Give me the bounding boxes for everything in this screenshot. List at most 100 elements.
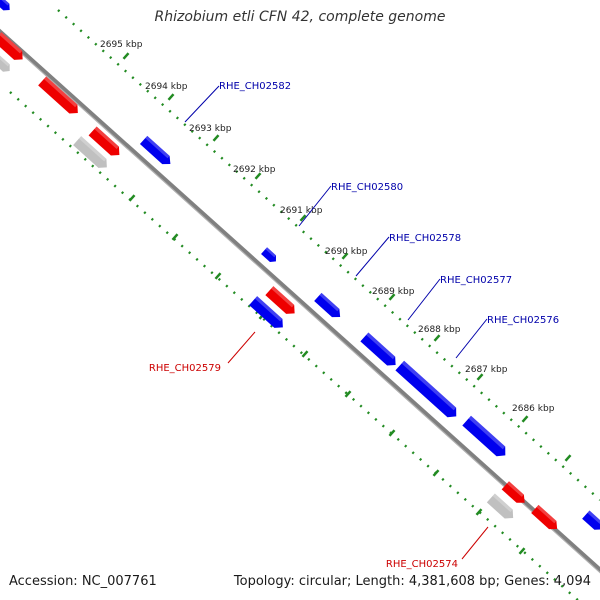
gene-label-leader bbox=[455, 318, 488, 359]
forward-gene-body bbox=[314, 292, 341, 318]
forward-gene-highlight bbox=[587, 510, 600, 524]
genome-summary: Topology: circular; Length: 4,381,608 bp… bbox=[233, 574, 591, 589]
major-tick bbox=[254, 172, 262, 180]
reverse-gene-highlight bbox=[94, 126, 119, 150]
forward-gene bbox=[139, 135, 171, 165]
reverse-gene bbox=[501, 481, 525, 503]
backbone-line bbox=[0, 28, 600, 573]
major-tick bbox=[518, 547, 526, 555]
major-tick bbox=[214, 272, 222, 280]
other-gene-highlight bbox=[78, 136, 107, 162]
forward-gene-body bbox=[249, 296, 283, 328]
reverse-gene-highlight bbox=[506, 481, 524, 497]
other-gene bbox=[486, 493, 514, 519]
forward-gene-highlight bbox=[319, 292, 340, 312]
gene-features bbox=[0, 0, 600, 530]
scale-label: 2691 kbp bbox=[280, 206, 323, 216]
major-tick bbox=[171, 233, 179, 241]
other-gene bbox=[73, 136, 107, 168]
major-tick bbox=[388, 429, 396, 437]
reverse-gene-highlight bbox=[0, 32, 23, 54]
forward-gene-highlight bbox=[366, 332, 396, 360]
reverse-gene-body bbox=[501, 481, 525, 503]
forward-gene-body bbox=[0, 0, 10, 11]
reverse-gene-body bbox=[0, 32, 23, 60]
tick-marks bbox=[9, 9, 600, 600]
reverse-gene-body bbox=[38, 76, 78, 114]
forward-gene-body bbox=[360, 332, 396, 366]
gene-label-leader bbox=[227, 331, 256, 364]
genome-backbone bbox=[0, 28, 600, 574]
forward-gene-body bbox=[261, 247, 276, 263]
reverse-gene bbox=[38, 76, 78, 114]
forward-gene-body bbox=[462, 415, 506, 457]
forward-gene-body bbox=[582, 510, 600, 530]
major-tick bbox=[301, 350, 309, 358]
other-gene-body bbox=[0, 55, 10, 72]
major-tick bbox=[167, 93, 175, 101]
forward-gene-highlight bbox=[145, 135, 170, 159]
major-tick bbox=[433, 334, 441, 342]
scale-label: 2695 kbp bbox=[100, 40, 143, 50]
gene-label-leader bbox=[407, 278, 441, 321]
gene-label-leader bbox=[184, 85, 220, 123]
forward-gene bbox=[314, 292, 341, 318]
scale-label: 2690 kbp bbox=[325, 247, 368, 257]
major-tick bbox=[341, 252, 349, 260]
major-tick bbox=[128, 194, 136, 202]
scale-label: 2693 kbp bbox=[189, 124, 232, 134]
gene-label-leader bbox=[461, 526, 489, 560]
gene-label[interactable]: RHE_CH02576 bbox=[487, 315, 559, 326]
major-tick bbox=[299, 214, 307, 222]
other-gene-highlight bbox=[0, 55, 10, 67]
gene-label-leader bbox=[298, 185, 332, 227]
forward-gene bbox=[0, 0, 10, 11]
forward-gene bbox=[462, 415, 506, 457]
other-gene-highlight bbox=[492, 493, 513, 513]
major-tick bbox=[564, 454, 572, 462]
other-gene-body bbox=[73, 136, 107, 168]
accession-text: Accession: NC_007761 bbox=[9, 574, 157, 589]
gene-label[interactable]: RHE_CH02578 bbox=[389, 233, 461, 244]
backbone-shadow bbox=[0, 33, 600, 574]
forward-gene bbox=[582, 510, 600, 530]
forward-gene-body bbox=[395, 360, 457, 418]
major-tick bbox=[388, 293, 396, 301]
reverse-gene bbox=[88, 126, 120, 156]
major-tick bbox=[521, 415, 529, 423]
major-tick bbox=[122, 52, 130, 60]
reverse-gene-highlight bbox=[271, 286, 295, 308]
reverse-gene-body bbox=[88, 126, 120, 156]
reverse-gene-highlight bbox=[536, 504, 557, 524]
gene-label[interactable]: RHE_CH02577 bbox=[440, 275, 512, 286]
major-tick bbox=[475, 508, 483, 516]
scale-label: 2692 kbp bbox=[233, 165, 276, 175]
forward-gene-highlight bbox=[265, 247, 276, 258]
forward-gene-highlight bbox=[254, 296, 283, 322]
inner-tick-ruler bbox=[9, 91, 580, 600]
reverse-gene bbox=[265, 286, 295, 314]
forward-gene-body bbox=[139, 135, 171, 165]
reverse-gene bbox=[531, 504, 558, 530]
other-gene bbox=[0, 55, 10, 72]
scale-label: 2689 kbp bbox=[372, 287, 415, 297]
reverse-gene-highlight bbox=[43, 76, 78, 108]
gene-label[interactable]: RHE_CH02579 bbox=[149, 363, 221, 374]
forward-gene bbox=[360, 332, 396, 366]
forward-gene bbox=[249, 296, 283, 328]
gene-label[interactable]: RHE_CH02582 bbox=[219, 81, 291, 92]
gene-label[interactable]: RHE_CH02580 bbox=[331, 182, 403, 193]
forward-gene bbox=[261, 247, 276, 263]
major-tick bbox=[344, 390, 352, 398]
forward-gene bbox=[395, 360, 457, 418]
reverse-gene-body bbox=[531, 504, 558, 530]
forward-gene-highlight bbox=[401, 360, 457, 411]
scale-label: 2686 kbp bbox=[512, 404, 555, 414]
gene-label[interactable]: RHE_CH02574 bbox=[386, 559, 458, 570]
gene-label-leader bbox=[355, 236, 390, 277]
reverse-gene-body bbox=[265, 286, 295, 314]
major-tick bbox=[432, 469, 440, 477]
